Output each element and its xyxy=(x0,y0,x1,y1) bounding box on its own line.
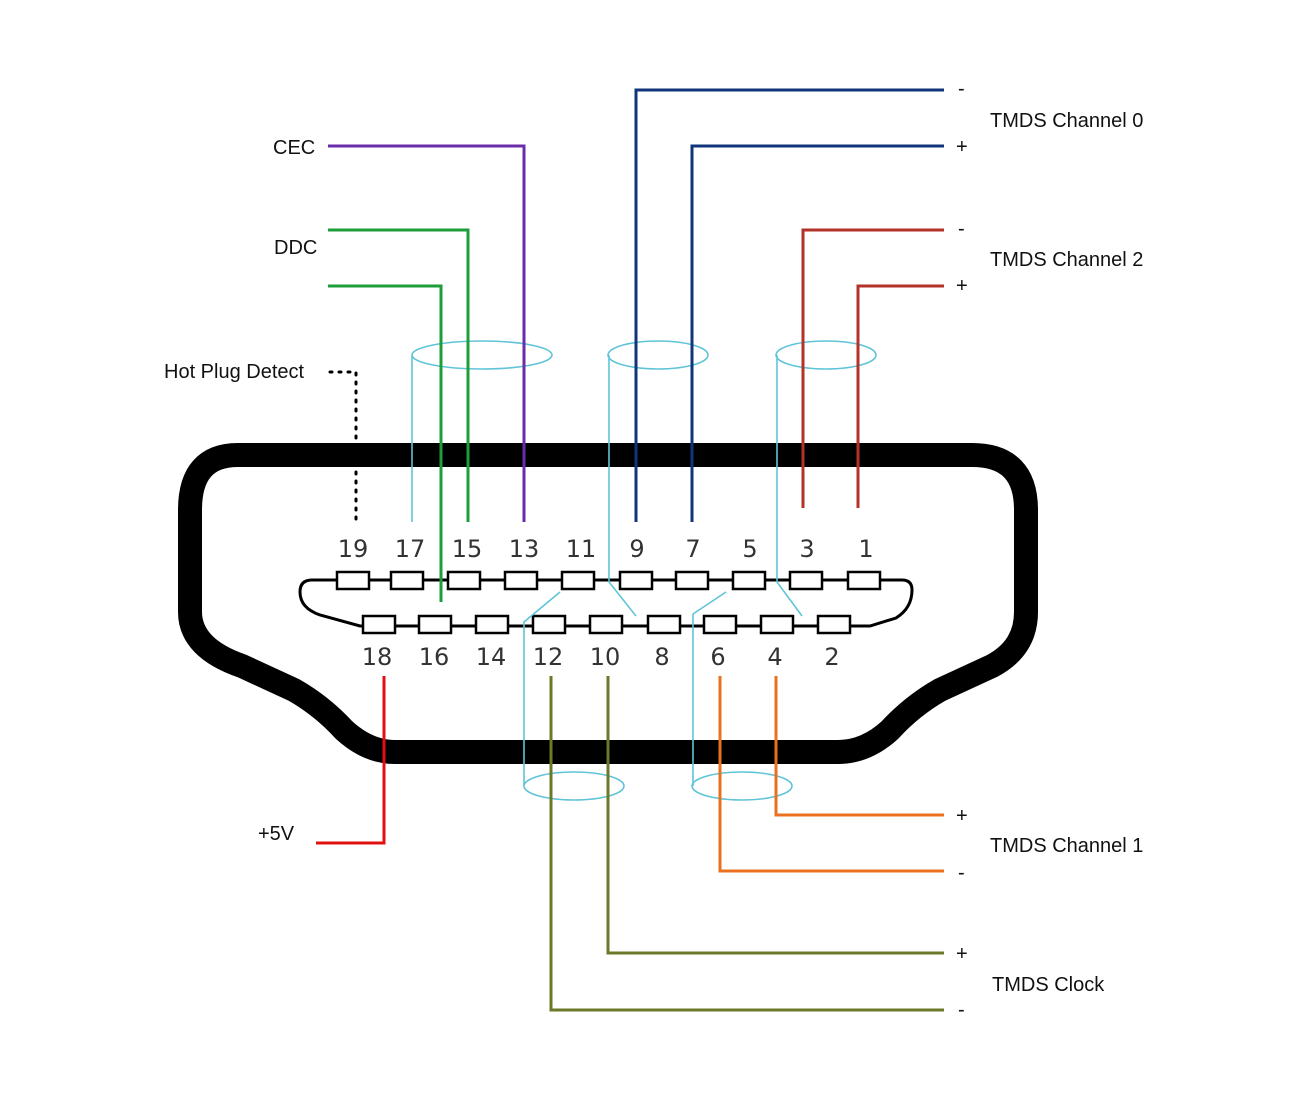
pin-number: 1 xyxy=(858,535,873,563)
polarity-minus: - xyxy=(958,862,965,884)
pin-pad-1 xyxy=(846,570,882,591)
pin-number: 17 xyxy=(395,535,426,563)
pin-number: 8 xyxy=(654,643,669,671)
wire-tmds2-minus xyxy=(801,228,944,508)
shield-ellipse-tmds2 xyxy=(775,340,877,370)
wire-hot-plug xyxy=(328,370,358,522)
pin-number: 3 xyxy=(799,535,814,563)
pin-number: 5 xyxy=(742,535,757,563)
shield-ellipses xyxy=(411,340,877,801)
pin-pad-11 xyxy=(560,570,596,591)
pin-number: 12 xyxy=(533,643,564,671)
pin-number: 13 xyxy=(509,535,540,563)
pin-number: 4 xyxy=(767,643,782,671)
pin-pad-12 xyxy=(531,614,567,635)
bottom-pin-pads xyxy=(361,614,852,635)
polarity-minus: - xyxy=(958,218,965,240)
pin-pad-9 xyxy=(618,570,654,591)
pin-pad-7 xyxy=(674,570,710,591)
pin-number: 18 xyxy=(362,643,393,671)
pin-number: 11 xyxy=(566,535,597,563)
wire-tmds0-minus xyxy=(634,88,944,522)
pin-pad-5 xyxy=(731,570,767,591)
polarity-minus: - xyxy=(958,999,965,1021)
pin-pad-16 xyxy=(417,614,453,635)
label-tmds2: TMDS Channel 2 xyxy=(990,249,1143,271)
wire-clock-plus xyxy=(606,676,944,955)
shield-ellipse-tmds0 xyxy=(607,340,709,370)
label-cec: CEC xyxy=(273,137,315,159)
polarity-markers: - + - + + - + - xyxy=(956,78,968,1021)
pin-number: 14 xyxy=(476,643,507,671)
top-pin-numbers: 19 17 15 13 11 9 7 5 3 1 xyxy=(338,535,874,563)
pin-pad-6 xyxy=(702,614,738,635)
wire-tmds0-plus xyxy=(690,144,944,522)
pin-pad-10 xyxy=(588,614,624,635)
wire-tmds2-plus xyxy=(856,284,944,508)
wire-ddc-15 xyxy=(328,228,470,522)
signal-wires xyxy=(316,88,944,1012)
shield-line-8 xyxy=(608,355,637,617)
wire-tmds1-plus xyxy=(774,676,944,817)
shield-line-5 xyxy=(692,591,727,786)
label-tmds1: TMDS Channel 1 xyxy=(990,835,1143,857)
pin-pad-2 xyxy=(816,614,852,635)
bottom-pin-numbers: 18 16 14 12 10 8 6 4 2 xyxy=(362,643,840,671)
shield-line-2 xyxy=(776,355,803,617)
label-clock: TMDS Clock xyxy=(992,974,1105,996)
wire-ddc-16 xyxy=(328,284,443,602)
polarity-plus: + xyxy=(956,136,968,158)
wire-tmds1-minus xyxy=(718,676,944,873)
pin-number: 19 xyxy=(338,535,369,563)
shield-line-11 xyxy=(523,591,561,786)
shield-ellipse-clock xyxy=(523,771,625,801)
pin-pad-15 xyxy=(446,570,482,591)
polarity-minus: - xyxy=(958,78,965,100)
top-pin-pads xyxy=(335,570,882,591)
wire-cec xyxy=(328,144,526,522)
pin-number: 9 xyxy=(629,535,644,563)
label-tmds0: TMDS Channel 0 xyxy=(990,110,1143,132)
label-ddc: DDC xyxy=(274,237,317,259)
label-5v: +5V xyxy=(258,823,295,845)
wire-5v xyxy=(316,676,386,845)
shield-ellipse-tmds1 xyxy=(691,771,793,801)
pin-pad-14 xyxy=(474,614,510,635)
pin-number: 10 xyxy=(590,643,621,671)
pin-number: 7 xyxy=(685,535,700,563)
pin-pad-4 xyxy=(759,614,795,635)
pin-number: 15 xyxy=(452,535,483,563)
shield-ellipse-ddc-cec xyxy=(411,340,553,370)
pin-number: 6 xyxy=(710,643,725,671)
polarity-plus: + xyxy=(956,805,968,827)
signal-labels: CEC DDC Hot Plug Detect +5V TMDS Channel… xyxy=(164,110,1143,996)
pin-number: 16 xyxy=(419,643,450,671)
pin-pad-18 xyxy=(361,614,397,635)
wire-clock-minus xyxy=(549,676,944,1012)
pin-carrier xyxy=(298,578,914,628)
pin-number: 2 xyxy=(824,643,839,671)
pin-pad-3 xyxy=(788,570,824,591)
shield-lines xyxy=(411,355,803,786)
pin-pad-17 xyxy=(389,570,425,591)
pin-pad-19 xyxy=(335,570,371,591)
label-hot-plug: Hot Plug Detect xyxy=(164,361,305,383)
pin-pad-8 xyxy=(646,614,682,635)
connector-shell xyxy=(178,443,1038,764)
pin-pad-13 xyxy=(503,570,539,591)
polarity-plus: + xyxy=(956,943,968,965)
polarity-plus: + xyxy=(956,275,968,297)
